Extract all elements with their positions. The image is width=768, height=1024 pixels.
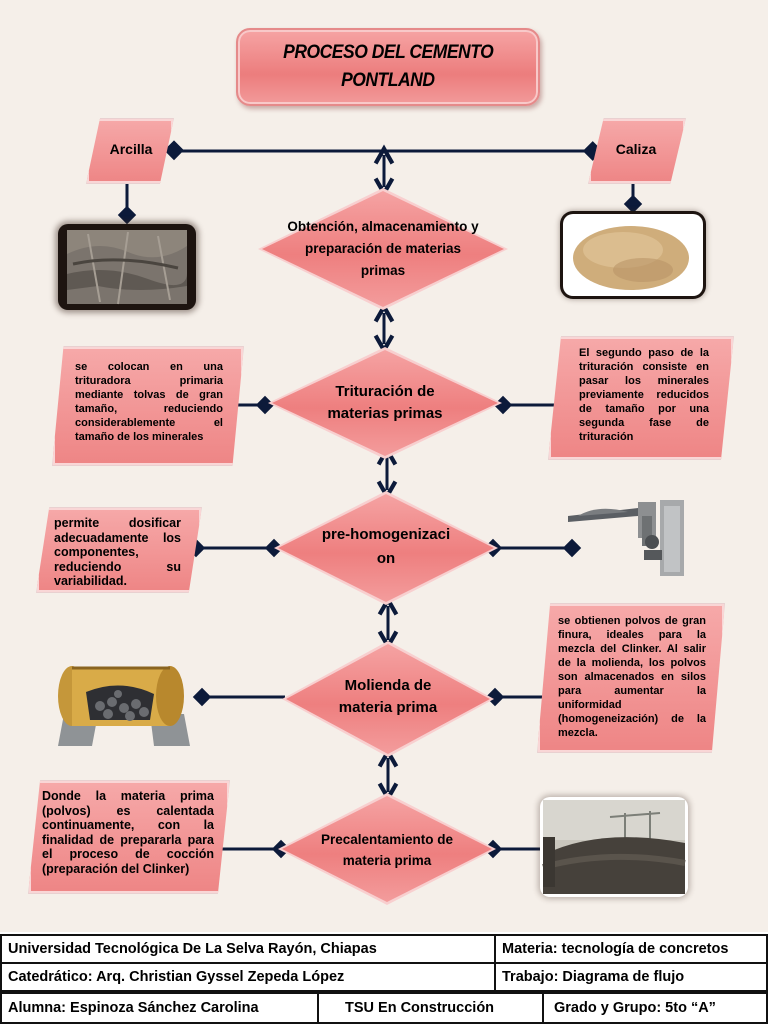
prehomogenizacion-left-text: permite dosificar adecuadamente los comp… xyxy=(54,516,181,588)
molienda-right-shape xyxy=(537,603,725,753)
step-prehomogenizacion-label: pre-homogenizacion xyxy=(321,526,451,567)
stacker-photo xyxy=(568,486,688,582)
stockpile-photo xyxy=(540,797,688,897)
footer-subject: Materia: tecnología de concretos xyxy=(494,934,768,964)
connector-node xyxy=(117,205,137,225)
connector-node xyxy=(164,140,184,161)
title-line-1: PROCESO DEL CEMENTO xyxy=(282,42,494,63)
title-line-2: PONTLAND xyxy=(341,70,435,91)
molienda-right-text: se obtienen polvos de gran finura, ideal… xyxy=(558,615,706,739)
title-box: PROCESO DEL CEMENTO PONTLAND xyxy=(236,28,540,106)
precalentamiento-left-text: Donde la materia prima (polvos) es calen… xyxy=(42,789,214,876)
stockpile-image xyxy=(542,800,686,894)
footer-work: Trabajo: Diagrama de flujo xyxy=(494,962,768,992)
trituracion-left-text: se colocan en una trituradora primaria m… xyxy=(75,361,223,443)
mill-photo xyxy=(50,654,192,748)
footer-teacher: Catedrático: Arq. Christian Gyssel Zeped… xyxy=(0,962,496,992)
arcilla-shape xyxy=(86,118,174,184)
trituracion-right-text: El segundo paso de la trituración consis… xyxy=(579,347,709,443)
footer-group: Grado y Grupo: 5to “A” xyxy=(542,992,768,1024)
caliza-label: Caliza xyxy=(615,141,657,157)
footer-university: Universidad Tecnológica De La Selva Rayó… xyxy=(0,934,496,964)
connector-node xyxy=(623,194,643,214)
step-trituracion-label: Trituración de materias primas xyxy=(327,383,443,422)
clay-image xyxy=(67,230,188,305)
precalentamiento-left-shape xyxy=(28,780,230,894)
caliza-photo xyxy=(563,214,703,296)
step-precalentamiento-label: Precalentamiento de materia prima xyxy=(320,832,454,868)
arcilla-label: Arcilla xyxy=(109,141,153,157)
prehomog-left-shape xyxy=(36,507,202,593)
footer-table: Universidad Tecnológica De La Selva Rayó… xyxy=(0,932,768,1024)
footer-program: TSU En Construcción xyxy=(317,992,544,1024)
arcilla-photo xyxy=(58,224,196,310)
footer-student: Alumna: Espinoza Sánchez Carolina xyxy=(0,992,319,1024)
stacker-image xyxy=(568,500,684,576)
step-obtencion-label: Obtención, almacenamiento y preparación … xyxy=(287,219,479,278)
ball-mill-image xyxy=(58,666,190,746)
step-molienda-label: Molienda de materia prima xyxy=(338,677,438,716)
caliza-shape xyxy=(588,118,686,184)
limestone-image xyxy=(573,226,689,290)
